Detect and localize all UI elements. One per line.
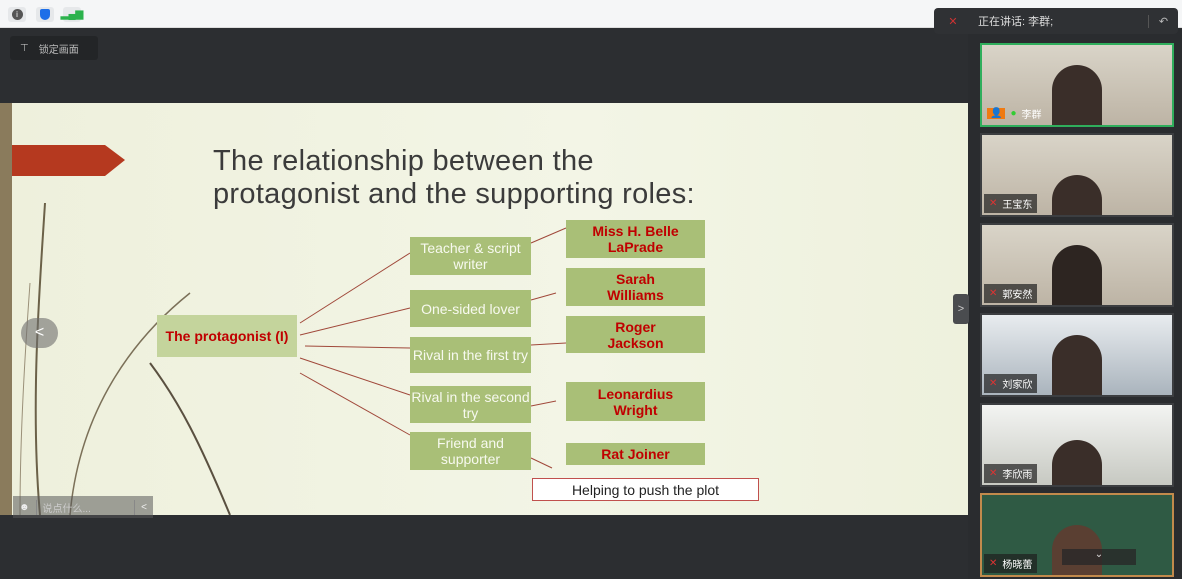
protagonist-box: The protagonist (I) [157, 315, 297, 357]
video-tile[interactable]: ✕郭安然 [980, 223, 1174, 307]
mic-muted-icon: ✕ [989, 558, 998, 569]
chat-input[interactable]: 说点什么... [35, 499, 136, 515]
role-box: Teacher & script writer [410, 237, 531, 275]
chat-bar[interactable]: ☻ 说点什么... < [13, 496, 153, 518]
helping-note: Helping to push the plot [532, 478, 759, 501]
red-arrow-banner [0, 145, 125, 176]
left-edge-bar [0, 103, 12, 515]
role-box: One-sided lover [410, 290, 531, 327]
prev-slide-button[interactable]: < [21, 318, 58, 348]
character-box: Miss H. Belle LaPrade [566, 220, 705, 258]
chat-collapse-button[interactable]: < [141, 501, 147, 513]
character-box: Roger Jackson [566, 316, 705, 353]
scroll-down-button[interactable]: ⌄ [1062, 549, 1136, 565]
signal-icon[interactable]: ▂▄▆ [60, 7, 84, 22]
video-tile[interactable]: 👤●李群 [980, 43, 1174, 127]
video-tile[interactable]: ✕王宝东 [980, 133, 1174, 217]
shield-icon[interactable] [36, 7, 54, 22]
return-icon[interactable]: ↶ [1148, 14, 1178, 28]
relationship-arrows [299, 227, 567, 469]
emoji-icon[interactable]: ☻ [19, 501, 30, 513]
mic-muted-icon: ✕ [989, 378, 998, 389]
lock-screen-button[interactable]: ⊤锁定画面 [10, 36, 98, 60]
video-tile[interactable]: ✕李欣雨 [980, 403, 1174, 487]
role-box: Rival in the second try [410, 386, 531, 423]
host-icon: 👤 [987, 108, 1006, 119]
mic-muted-icon: ✕ [948, 15, 958, 28]
character-box: Sarah Williams [566, 268, 705, 306]
mic-active-icon: ● [1010, 108, 1017, 119]
mic-muted-icon: ✕ [989, 288, 998, 299]
info-icon[interactable]: i [8, 7, 26, 22]
mic-muted-icon: ✕ [989, 468, 998, 479]
pin-icon: ⊤ [20, 42, 29, 54]
video-tile[interactable]: ✕杨晓蕾 ⌄ [980, 493, 1174, 577]
video-tile[interactable]: ✕刘家欣 [980, 313, 1174, 397]
character-box: Leonardius Wright [566, 382, 705, 421]
mic-muted-icon: ✕ [989, 198, 998, 209]
speaking-indicator: ✕ 正在讲话: 李群; ↶ [934, 8, 1178, 34]
role-box: Rival in the first try [410, 337, 531, 373]
role-box: Friend and supporter [410, 432, 531, 470]
chevron-left-icon: < [34, 324, 45, 341]
collapse-panel-button[interactable]: > [953, 294, 969, 324]
character-box: Rat Joiner [566, 443, 705, 465]
